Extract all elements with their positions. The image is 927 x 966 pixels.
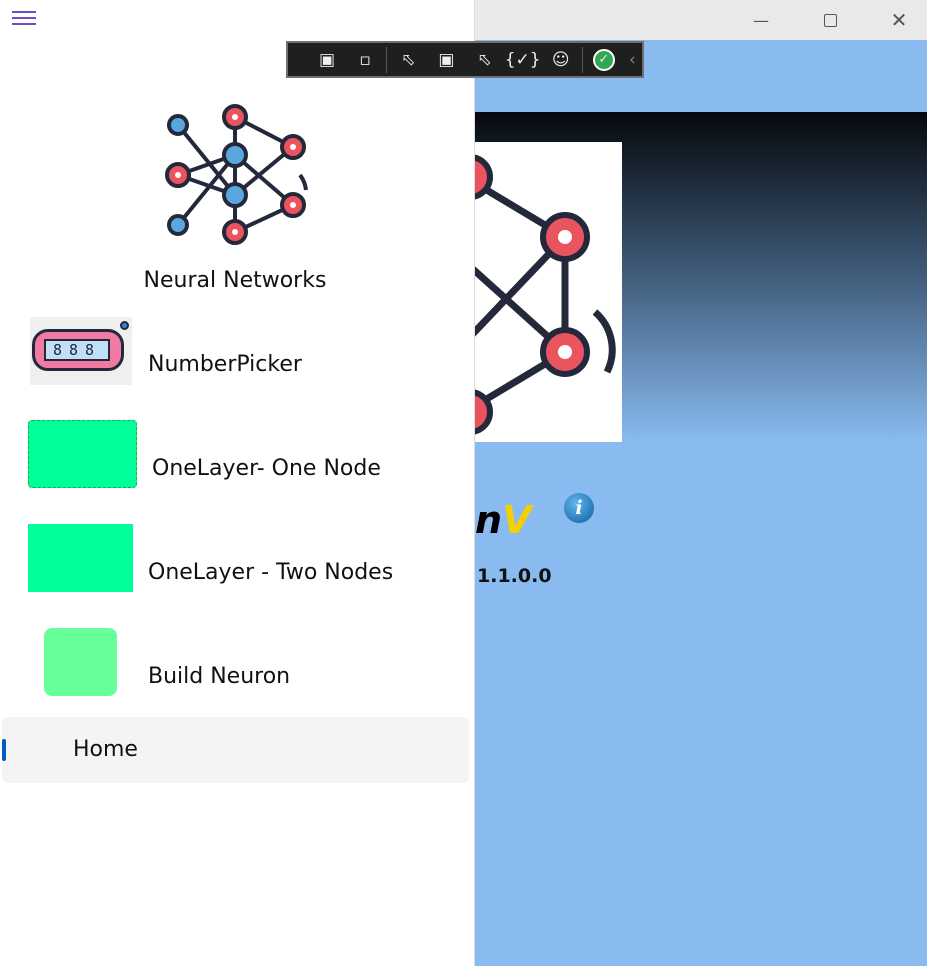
display-layout-button[interactable]: ⬁ [465, 45, 503, 75]
nav-item-label: Build Neuron [148, 664, 291, 689]
select-element-button[interactable]: ▣ [308, 45, 346, 75]
layout-adorner-button[interactable]: ▣ [427, 45, 465, 75]
nav-item-label: OneLayer- One Node [152, 456, 381, 481]
ok-status-button[interactable]: ✓ [585, 45, 623, 75]
nav-item-onelayer-one-node[interactable]: OneLayer- One Node [0, 419, 470, 509]
nav-item-label: NumberPicker [148, 352, 302, 377]
record-button[interactable]: ▫ [346, 45, 384, 75]
collapse-chevron-icon: ‹ [629, 49, 636, 70]
neural-network-logo [160, 100, 310, 254]
nav-item-numberpicker[interactable]: 888 NumberPicker [0, 315, 470, 405]
hamburger-menu-icon[interactable] [12, 7, 36, 27]
hero-network-image [475, 142, 622, 442]
minimize-button[interactable]: — [738, 0, 784, 40]
binding-failures-icon: {✓} [504, 49, 541, 70]
title-bar: — ✕ [475, 0, 927, 40]
layout-adorner-icon: ▣ [438, 49, 455, 70]
record-icon: ▫ [359, 49, 371, 70]
maximize-icon [823, 13, 837, 27]
nav-item-build-neuron[interactable]: Build Neuron [0, 627, 470, 717]
numberpicker-thumbnail: 888 [30, 317, 132, 385]
pointer-select-button[interactable]: ⬁ [389, 45, 427, 75]
navigation-pane: Neural Networks 888 NumberPicker OneLaye… [0, 0, 475, 966]
pointer-select-icon: ⬁ [401, 49, 416, 70]
close-button[interactable]: ✕ [876, 0, 922, 40]
selection-indicator [2, 739, 6, 761]
app-name-accent: V [502, 498, 532, 542]
xaml-debug-toolbar: ▣ ▫ ⬁ ▣ ⬁ {✓} ☺ ✓ ‹ [286, 41, 644, 78]
nav-item-label: OneLayer - Two Nodes [148, 560, 394, 585]
onelayer-two-nodes-thumbnail [28, 524, 133, 592]
app-name-dark: n [475, 498, 503, 542]
info-button[interactable]: i [564, 493, 594, 523]
version-text: 1.1.0.0 [477, 565, 552, 587]
nav-item-label: Home [73, 737, 138, 762]
maximize-button[interactable] [807, 0, 853, 40]
nav-item-onelayer-two-nodes[interactable]: OneLayer - Two Nodes [0, 523, 470, 613]
app-name: nV [475, 498, 531, 542]
nav-item-home[interactable]: Home [2, 717, 469, 783]
info-icon: i [575, 497, 583, 519]
build-neuron-thumbnail [44, 628, 117, 696]
pane-header-title: Neural Networks [143, 268, 327, 293]
minimize-icon: — [753, 10, 769, 30]
toolbar-divider [581, 46, 583, 73]
close-icon: ✕ [890, 8, 908, 32]
ok-check-icon: ✓ [592, 48, 615, 71]
select-element-icon: ▣ [319, 49, 336, 70]
main-content: nV i 1.1.0.0 [475, 40, 927, 966]
onelayer-one-node-thumbnail [28, 420, 137, 488]
toolbar-divider [386, 46, 388, 73]
collapse-toolbar-button[interactable]: ‹ [623, 45, 642, 75]
display-layout-icon: ⬁ [477, 49, 492, 70]
binding-failures-button[interactable]: {✓} [504, 45, 542, 75]
accessibility-icon: ☺ [551, 49, 570, 70]
accessibility-button[interactable]: ☺ [542, 45, 580, 75]
